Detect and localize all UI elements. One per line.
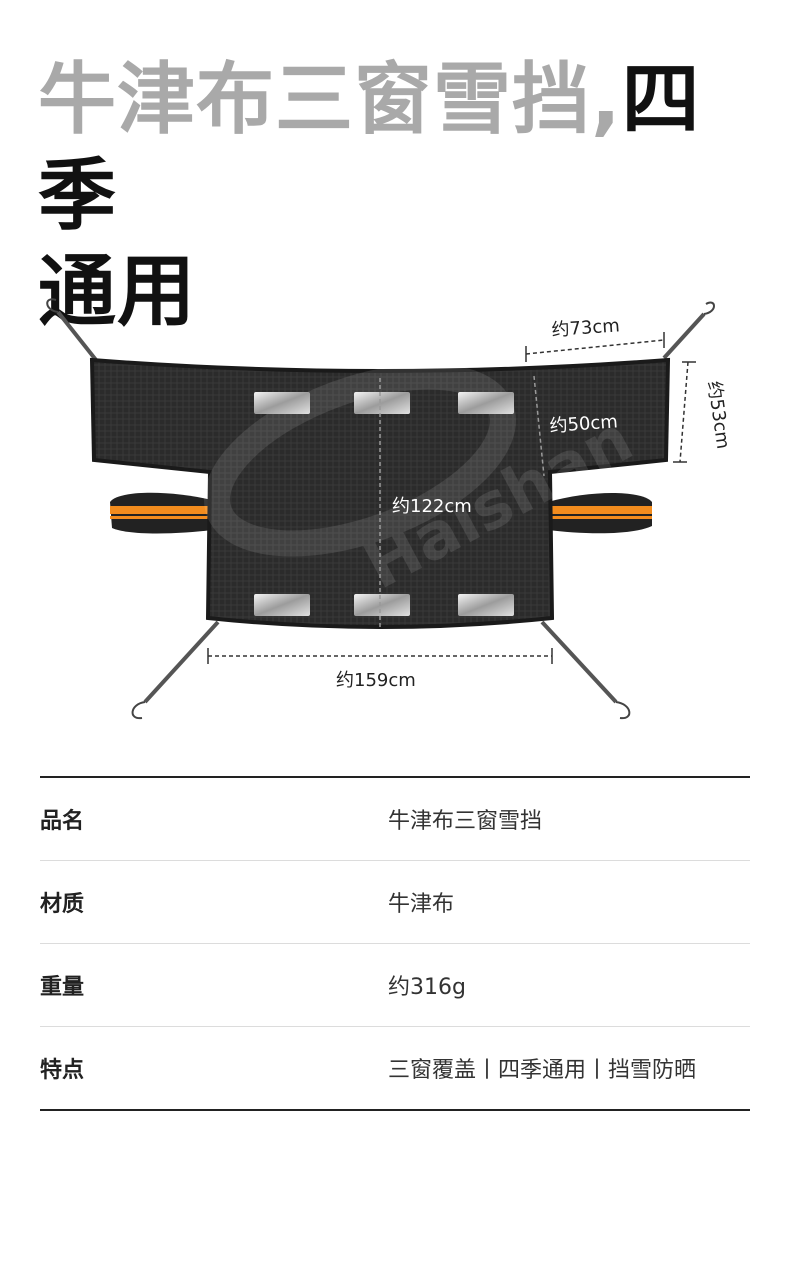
clip (354, 594, 410, 616)
dim-line-wing (533, 375, 545, 477)
spec-row: 材质 牛津布 (40, 861, 750, 944)
hook-icon (615, 701, 631, 720)
headline-grey-text: 牛津布三窗雪挡, (38, 55, 622, 145)
strap-bottom-right (540, 620, 631, 720)
spec-value: 约316g (388, 975, 466, 1000)
clip (458, 594, 514, 616)
dim-line-side (673, 361, 696, 463)
product-illustration: Haishan 约73cm (0, 290, 790, 740)
clip (254, 392, 310, 414)
dim-label-side-height: 约53cm (703, 380, 733, 451)
snow-cover-diagram: Haishan 约73cm (46, 298, 733, 720)
spec-key: 材质 (40, 892, 85, 917)
headline-dark-text: 四季 (38, 55, 701, 241)
metal-clips (254, 392, 514, 616)
dim-label-center-height: 约122cm (392, 496, 472, 517)
headline-line-1: 牛津布三窗雪挡,四季 (38, 52, 758, 244)
clip (254, 594, 310, 616)
mirror-cover-right (548, 493, 652, 534)
spec-value: 三窗覆盖丨四季通用丨挡雪防晒 (388, 1058, 697, 1083)
hook-icon (131, 701, 146, 720)
strap-top-right (662, 301, 715, 360)
mirror-cover-left (110, 492, 212, 534)
spec-key: 重量 (40, 975, 85, 1000)
headline: 牛津布三窗雪挡,四季 通用 (38, 52, 758, 340)
clip (458, 392, 514, 414)
spec-row: 品名 牛津布三窗雪挡 (40, 778, 750, 861)
spec-table: 品名 牛津布三窗雪挡 材质 牛津布 重量 约316g 特点 三窗覆盖丨四季通用丨… (40, 776, 750, 1111)
dim-label-top-width: 约73cm (551, 315, 621, 341)
hook-icon (703, 301, 715, 315)
dim-label-bottom-width: 约159cm (336, 670, 416, 691)
spec-key: 品名 (40, 809, 85, 834)
spec-value: 牛津布 (388, 892, 455, 917)
dim-label-wing-height: 约50cm (549, 411, 619, 437)
spec-key: 特点 (40, 1058, 85, 1083)
spec-value: 牛津布三窗雪挡 (388, 809, 543, 834)
strap-bottom-left (131, 620, 220, 720)
dim-line-bottom (207, 648, 553, 664)
spec-row: 特点 三窗覆盖丨四季通用丨挡雪防晒 (40, 1027, 750, 1109)
hook-icon (46, 298, 59, 313)
clip (354, 392, 410, 414)
dim-line-top (525, 332, 665, 362)
spec-row: 重量 约316g (40, 944, 750, 1027)
strap-top-left (46, 298, 98, 362)
